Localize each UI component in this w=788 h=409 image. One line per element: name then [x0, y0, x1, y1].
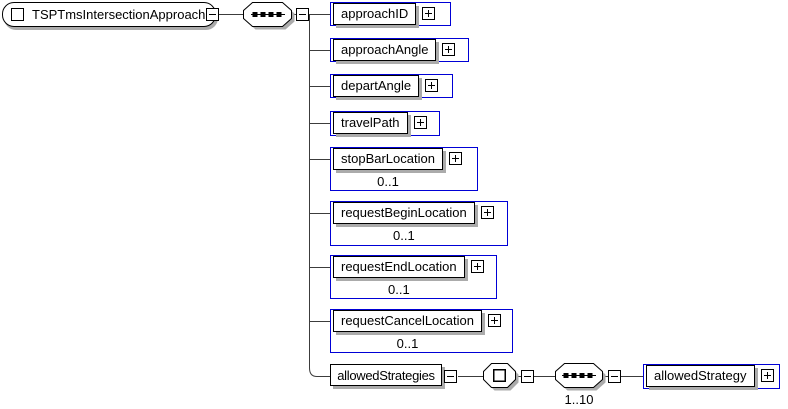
element-box[interactable]: travelPath: [333, 112, 408, 134]
element-box[interactable]: requestBeginLocation: [333, 202, 475, 224]
sequence-compositor-icon[interactable]: [243, 2, 296, 31]
expand-toggle[interactable]: [448, 152, 462, 165]
expand-toggle[interactable]: [425, 79, 439, 92]
element-frame: [330, 2, 451, 26]
inner-sequence-compositor-icon[interactable]: [555, 363, 607, 392]
element-label: departAngle: [341, 78, 412, 93]
square-icon: [493, 369, 506, 382]
element-label: requestEndLocation: [341, 259, 457, 274]
element-frame: [330, 255, 497, 299]
element-label: allowedStrategies: [337, 368, 435, 383]
element-box[interactable]: allowedStrategies: [330, 364, 442, 386]
cardinality-label: 0..1: [396, 336, 419, 351]
element-frame: [330, 201, 508, 246]
element-label: approachAngle: [341, 42, 429, 57]
element-approachangle[interactable]: approachAngle: [330, 38, 469, 62]
root-element-box[interactable]: TSPTmsIntersectionApproach: [2, 2, 217, 27]
complex-type-icon: [11, 8, 24, 21]
element-box[interactable]: approachAngle: [333, 39, 437, 61]
element-frame: [330, 147, 478, 191]
root-collapse-toggle[interactable]: [206, 8, 219, 21]
element-approachid[interactable]: approachID: [330, 2, 451, 26]
element-box[interactable]: allowedStrategy: [646, 365, 755, 387]
root-element-tsptmsintersectionapproach[interactable]: TSPTmsIntersectionApproach: [2, 2, 217, 27]
expand-toggle[interactable]: [422, 7, 436, 20]
element-box[interactable]: stopBarLocation: [333, 148, 443, 170]
element-stopbarlocation[interactable]: stopBarLocation 0..1: [330, 147, 478, 191]
expand-toggle[interactable]: [760, 369, 774, 382]
expand-toggle[interactable]: [413, 116, 427, 129]
element-frame: [330, 74, 453, 98]
expand-toggle[interactable]: [487, 314, 501, 327]
element-label: stopBarLocation: [341, 151, 435, 166]
element-box[interactable]: requestCancelLocation: [333, 310, 482, 332]
expand-toggle[interactable]: [442, 43, 456, 56]
element-departangle[interactable]: departAngle: [330, 74, 453, 98]
content-model-collapse-toggle[interactable]: [521, 370, 534, 383]
cardinality-label: 0..1: [387, 282, 410, 297]
collapse-toggle[interactable]: [444, 370, 457, 383]
content-model-compositor-icon[interactable]: [483, 363, 520, 392]
element-frame: [643, 364, 780, 389]
element-label: travelPath: [341, 115, 400, 130]
root-element-label: TSPTmsIntersectionApproach: [32, 7, 206, 22]
element-allowedstrategies[interactable]: allowedStrategies: [330, 364, 457, 386]
cardinality-label: 0..1: [377, 174, 399, 189]
element-frame: [330, 111, 440, 136]
element-requestcancellocation[interactable]: requestCancelLocation 0..1: [330, 309, 513, 353]
sequence-collapse-toggle[interactable]: [296, 8, 309, 21]
element-allowedstrategy[interactable]: allowedStrategy: [643, 364, 780, 389]
element-requestbeginlocation[interactable]: requestBeginLocation 0..1: [330, 201, 508, 246]
element-label: requestBeginLocation: [341, 205, 467, 220]
element-frame: [330, 309, 513, 353]
element-box[interactable]: requestEndLocation: [333, 256, 465, 278]
element-frame: [330, 38, 469, 62]
element-box[interactable]: approachID: [333, 3, 417, 25]
occurrence-label: 1..10: [564, 392, 594, 407]
inner-sequence-collapse-toggle[interactable]: [608, 370, 621, 383]
element-box[interactable]: departAngle: [333, 75, 420, 97]
expand-toggle[interactable]: [480, 206, 494, 219]
element-label: allowedStrategy: [654, 368, 747, 383]
cardinality-label: 0..1: [393, 228, 415, 243]
element-label: approachID: [341, 6, 409, 21]
element-travelpath[interactable]: travelPath: [330, 111, 440, 136]
expand-toggle[interactable]: [470, 260, 484, 273]
element-label: requestCancelLocation: [341, 313, 474, 328]
element-requestendlocation[interactable]: requestEndLocation 0..1: [330, 255, 497, 299]
